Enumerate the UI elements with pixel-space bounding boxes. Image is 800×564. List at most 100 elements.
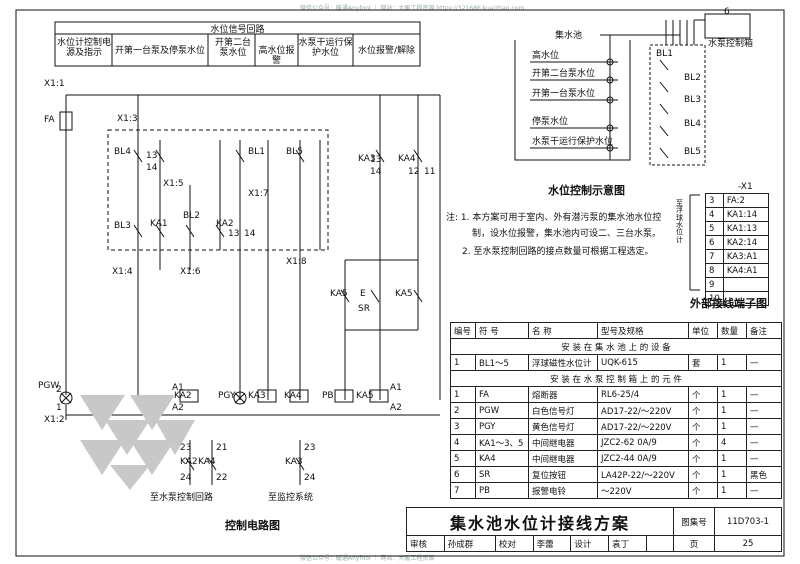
parts-cell: 黑色 xyxy=(746,466,782,483)
label-12: 12 xyxy=(408,167,420,177)
parts-cell: 黄色信号灯 xyxy=(528,418,598,435)
parts-cell: — xyxy=(746,434,782,451)
label-ka5-right: KA5 xyxy=(395,289,413,299)
float-bl3: BL3 xyxy=(684,95,701,105)
label-a1-a: A1 xyxy=(172,383,184,393)
label-bl1: BL1 xyxy=(248,147,265,157)
label-x1-1: X1:1 xyxy=(44,79,65,89)
label-ka2-top: KA2 xyxy=(216,219,234,229)
float-bl2: BL2 xyxy=(684,73,701,83)
parts-cell: 熔断器 xyxy=(528,386,598,403)
parts-cell: 复位按钮 xyxy=(528,466,598,483)
parts-cell: — xyxy=(746,418,782,435)
parts-cell: 3 xyxy=(450,418,476,435)
label-21: 21 xyxy=(216,443,228,453)
parts-cell: KA1～3、5 xyxy=(475,434,529,451)
drawing-title: 集水池水位计接线方案 xyxy=(449,513,630,533)
parts-cell: JZC2-44 0A/9 xyxy=(597,450,689,467)
parts-cell: 个 xyxy=(688,450,718,467)
parts-cell: AD17-22/～220V xyxy=(597,402,689,419)
parts-cell: BL1～5 xyxy=(475,354,529,371)
terminal-n-7: 7 xyxy=(705,249,724,264)
parts-cell: 4 xyxy=(717,434,747,451)
label-14-c: 14 xyxy=(370,167,382,177)
terminal-header: -X1 xyxy=(738,182,753,192)
parts-cell: — xyxy=(746,402,782,419)
terminal-v-7: KA3:A1 xyxy=(722,249,769,264)
label-ka1: KA1 xyxy=(150,219,168,229)
label-e: E xyxy=(360,289,366,299)
check-name: 李蕾 xyxy=(532,535,572,552)
label-22: 22 xyxy=(216,473,228,483)
signal-header-title: 水位信号回路 xyxy=(210,25,265,35)
pump-box-label: 水泵控制箱 xyxy=(708,39,754,49)
page-number: 25 xyxy=(714,535,782,552)
parts-cell: 1 xyxy=(717,418,747,435)
parts-cell: ～220V xyxy=(597,482,689,499)
tank-level-1: 高水位 xyxy=(532,51,560,61)
parts-header-unit: 单位 xyxy=(688,322,718,339)
parts-header-model: 型号及规格 xyxy=(597,322,689,339)
parts-cell: 5 xyxy=(450,450,476,467)
parts-cell: AD17-22/～220V xyxy=(597,418,689,435)
terminal-caption: 外部接线端子图 xyxy=(690,297,767,310)
terminal-n-6: 6 xyxy=(705,235,724,250)
label-ka2-coil: KA2 xyxy=(174,391,192,401)
tank-caption: 水位控制示意图 xyxy=(548,184,625,197)
tank-level-5: 水泵干运行保护水位 xyxy=(532,137,614,147)
signal-col-5: 水泵干运行保护水位 xyxy=(298,38,353,59)
label-x1-4: X1:4 xyxy=(112,267,133,277)
circuit-diagram-title: 控制电路图 xyxy=(225,519,280,532)
label-pb: PB xyxy=(322,391,334,401)
parts-cell: 个 xyxy=(688,402,718,419)
label-13-b: 13 xyxy=(228,229,240,239)
terminal-v-4: KA1:14 xyxy=(722,207,769,222)
parts-section-2: 安 装 在 水 泵 控 制 箱 上 的 元 件 xyxy=(450,370,782,387)
label-13-c: 13 xyxy=(370,155,382,165)
label-x1-8: X1:8 xyxy=(286,257,307,267)
tank-level-2: 开第二台泵水位 xyxy=(532,69,596,79)
note-line-3: 2. 至水泵控制回路的接点数量可根据工程选定。 xyxy=(462,247,654,257)
parts-cell: UQK-615 xyxy=(597,354,689,371)
label-a2-a: A2 xyxy=(172,403,184,413)
parts-cell: PGY xyxy=(475,418,529,435)
signal-col-3: 开第二台泵水位 xyxy=(214,38,251,59)
parts-cell: 1 xyxy=(717,466,747,483)
label-14-b: 14 xyxy=(244,229,256,239)
parts-cell: 套 xyxy=(688,354,718,371)
label-23-a: 23 xyxy=(180,443,192,453)
pump-box-number: 6 xyxy=(724,7,730,17)
label-sr: SR xyxy=(358,304,370,314)
label-ka3-coil: KA3 xyxy=(248,391,266,401)
parts-cell: — xyxy=(746,354,782,371)
label-ka5-coil: KA5 xyxy=(356,391,374,401)
parts-cell: 个 xyxy=(688,482,718,499)
parts-cell: 个 xyxy=(688,386,718,403)
terminal-n-9: 9 xyxy=(705,277,724,292)
parts-cell: — xyxy=(746,482,782,499)
parts-cell: FA xyxy=(475,386,529,403)
label-ka4-bottom: KA4 xyxy=(198,457,216,467)
label-x1-3: X1:3 xyxy=(117,114,138,124)
label-a1-b: A1 xyxy=(390,383,402,393)
label-24-b: 24 xyxy=(304,473,316,483)
signal-col-6: 水位报警/解除 xyxy=(357,46,416,56)
design-label: 设计 xyxy=(570,535,610,552)
parts-cell: KA4 xyxy=(475,450,529,467)
signal-col-1: 水位计控制电源及指示 xyxy=(56,38,111,59)
drawing-frame xyxy=(15,9,785,557)
label-11: 11 xyxy=(424,167,436,177)
review-label: 审核 xyxy=(406,535,445,552)
parts-cell: 1 xyxy=(717,482,747,499)
parts-cell: 7 xyxy=(450,482,476,499)
terminal-n-5: 5 xyxy=(705,221,724,236)
watermark-bottom: 微信公众号：暖通Anyfool ｜ 网站：大暖工程资源 xyxy=(300,555,435,562)
parts-cell: — xyxy=(746,450,782,467)
label-ka3-bottom: KA3 xyxy=(285,457,303,467)
terminal-n-4: 4 xyxy=(705,207,724,222)
label-14-a: 14 xyxy=(146,163,158,173)
label-x1-6: X1:6 xyxy=(180,267,201,277)
parts-header-name: 名 称 xyxy=(528,322,598,339)
label-ka5-left: KA5 xyxy=(330,289,348,299)
parts-cell: 中间继电器 xyxy=(528,450,598,467)
